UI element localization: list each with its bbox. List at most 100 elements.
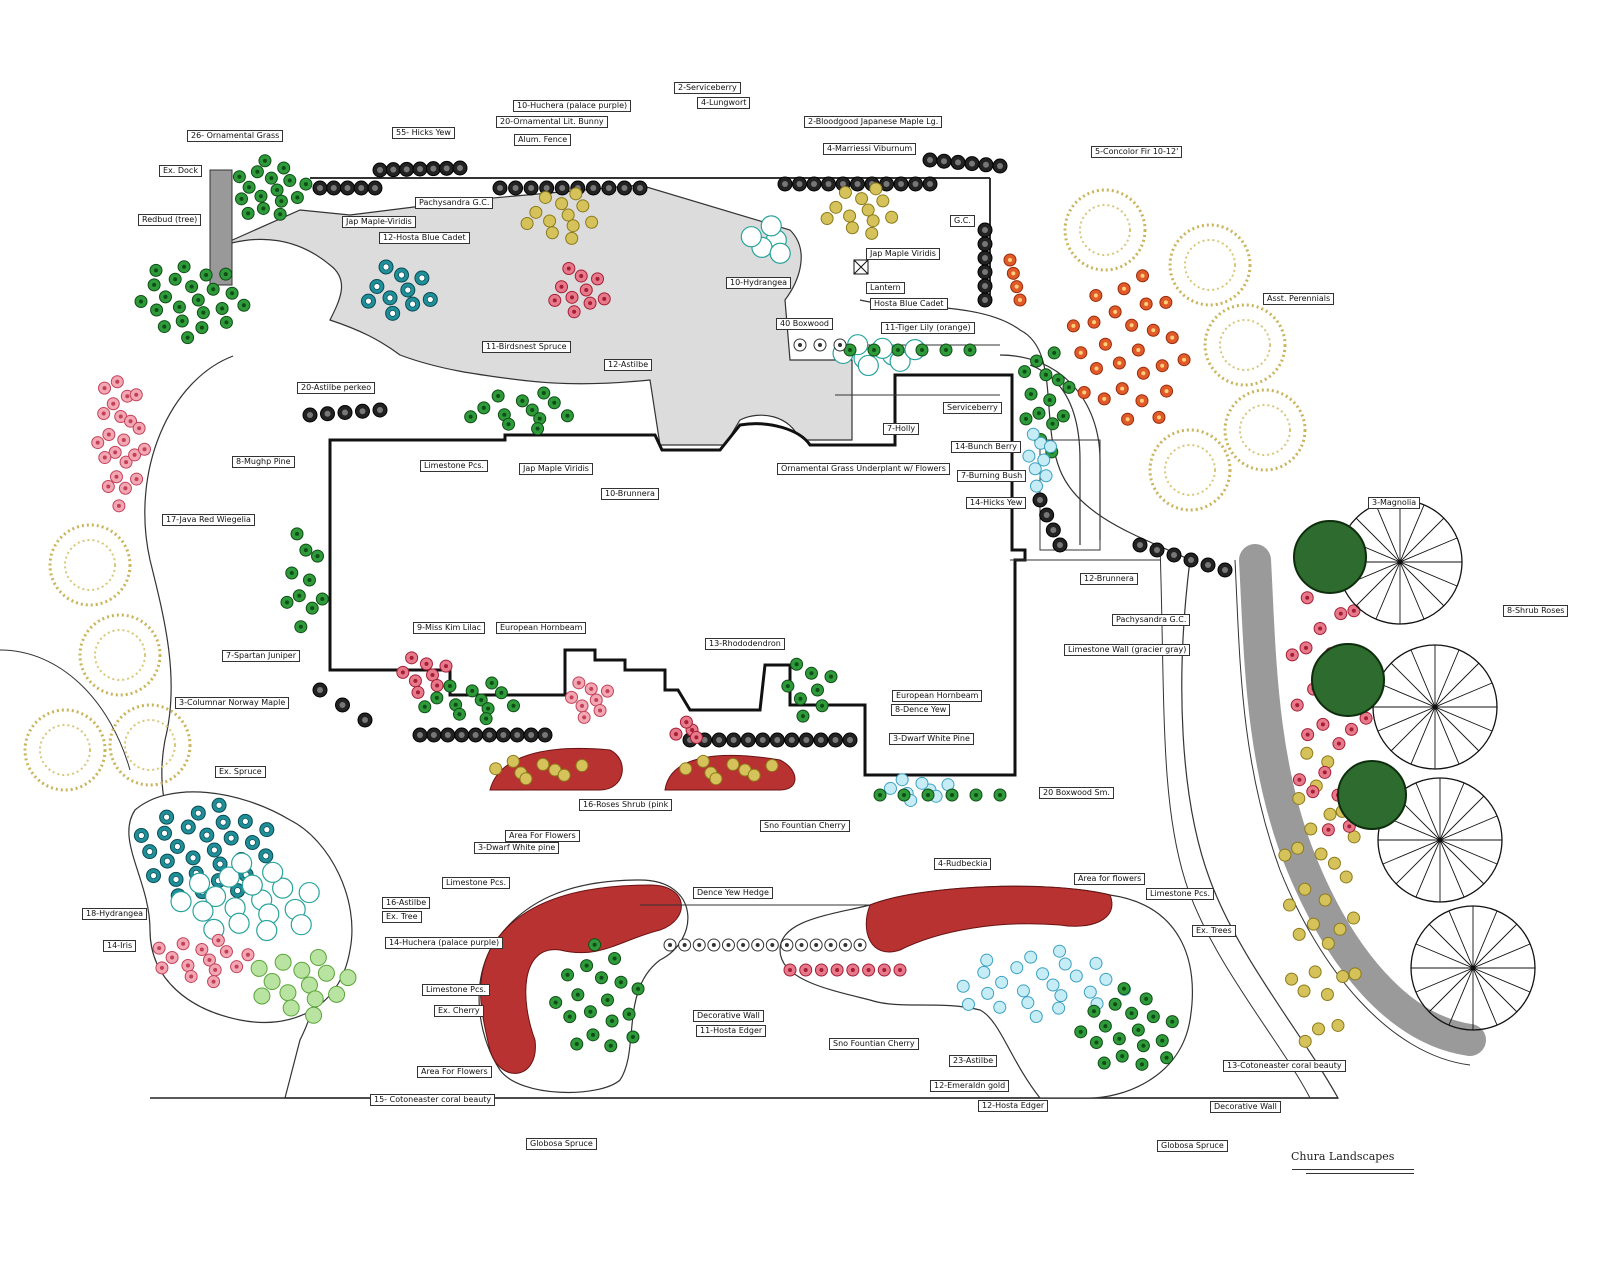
- plant-symbol: [185, 280, 199, 294]
- plant-symbol: [1010, 280, 1024, 294]
- plant-symbol: [1306, 785, 1320, 799]
- plant-symbol: [481, 727, 497, 743]
- plant-symbol: [876, 194, 890, 208]
- plant-symbol: [579, 283, 593, 297]
- plant-symbol: [232, 170, 246, 184]
- plant-symbol: [1039, 368, 1053, 382]
- plant-label: Limestone Pcs.: [1146, 888, 1215, 900]
- plant-symbol: [569, 187, 583, 201]
- plant-symbol: [302, 407, 318, 423]
- plant-symbol: [430, 678, 444, 692]
- plant-symbol: [978, 157, 994, 173]
- plant-symbol: [571, 988, 585, 1002]
- plant-symbol: [520, 216, 534, 230]
- plant-symbol: [784, 732, 800, 748]
- plant-symbol: [554, 180, 570, 196]
- plant-symbol: [309, 949, 327, 967]
- plant-label: 10-Hydrangea: [726, 277, 792, 289]
- plant-symbol: [264, 171, 278, 185]
- plant-symbol: [219, 945, 233, 959]
- plant-symbol: [1160, 384, 1174, 398]
- plant-symbol: [241, 874, 263, 896]
- plant-symbol: [1314, 847, 1328, 861]
- plant-symbol: [311, 549, 325, 563]
- plant-symbol: [1291, 841, 1305, 855]
- plant-symbol: [740, 732, 756, 748]
- plant-symbol: [961, 997, 975, 1011]
- plant-symbol: [195, 942, 209, 956]
- plant-symbol: [626, 1030, 640, 1044]
- plant-symbol: [1074, 1025, 1088, 1039]
- plant-label: Jap Maple Viridis: [519, 463, 593, 475]
- plant-symbol: [228, 912, 250, 934]
- plant-symbol: [258, 848, 274, 864]
- plant-symbol: [165, 951, 179, 965]
- plant-symbol: [977, 278, 993, 294]
- plant-symbol: [250, 165, 264, 179]
- plant-symbol: [242, 180, 256, 194]
- plant-symbol: [1022, 449, 1036, 463]
- plant-symbol: [91, 436, 105, 450]
- plant-symbol: [790, 657, 804, 671]
- plant-symbol: [981, 986, 995, 1000]
- plant-symbol: [1112, 356, 1126, 370]
- plant-symbol: [545, 226, 559, 240]
- plant-symbol: [337, 405, 353, 420]
- plant-symbol: [567, 305, 581, 319]
- plant-symbol: [1298, 882, 1312, 896]
- plant-label: 11-Birdsnest Spruce: [482, 341, 571, 353]
- plant-symbol: [588, 938, 602, 952]
- plant-symbol: [1052, 1001, 1066, 1015]
- plant-symbol: [290, 914, 312, 936]
- plant-symbol: [921, 788, 935, 802]
- plant-symbol: [315, 592, 329, 606]
- side-path: [1159, 544, 1311, 1099]
- plant-symbol: [256, 919, 278, 942]
- plant-symbol: [299, 543, 313, 557]
- plant-label: 3-Magnolia: [1368, 497, 1421, 509]
- plant-symbol: [1135, 1057, 1149, 1071]
- plant-symbol: [1056, 409, 1070, 423]
- plant-symbol: [855, 192, 869, 206]
- left-arc: [0, 649, 131, 771]
- plant-label: Globosa Spruce: [526, 1138, 597, 1150]
- plant-symbol: [1046, 978, 1060, 992]
- plant-symbol: [1312, 1022, 1326, 1036]
- plant-symbol: [263, 973, 281, 991]
- plant-symbol: [829, 200, 843, 214]
- plant-symbol: [1077, 386, 1091, 400]
- plant-symbol: [895, 773, 909, 787]
- plant-symbol: [1089, 288, 1103, 302]
- plant-symbol: [751, 938, 765, 952]
- plant-symbol: [1036, 967, 1050, 981]
- plant-symbol: [159, 853, 175, 869]
- plant-symbol: [439, 160, 455, 176]
- plant-symbol: [597, 292, 611, 306]
- plant-symbol: [477, 401, 491, 415]
- plant-symbol: [838, 185, 852, 199]
- plant-symbol: [1006, 266, 1020, 280]
- plant-symbol: [557, 768, 571, 782]
- plant-symbol: [1029, 479, 1043, 493]
- plant-symbol: [601, 993, 614, 1007]
- plant-symbol: [1043, 440, 1057, 454]
- plant-label: 4-Marriessi Viburnum: [823, 143, 917, 155]
- plant-label: Jap Maple-Viridis: [342, 216, 416, 228]
- plant-symbol: [149, 263, 163, 277]
- plant-symbol: [357, 712, 373, 728]
- plant-symbol: [1125, 318, 1139, 332]
- plant-symbol: [1039, 469, 1053, 483]
- plant-symbol: [102, 427, 116, 441]
- plant-symbol: [250, 959, 268, 977]
- plant-symbol: [145, 868, 161, 884]
- plant-symbol: [1165, 331, 1179, 345]
- plant-symbol: [893, 963, 907, 977]
- plant-symbol: [320, 406, 335, 422]
- plant-symbol: [993, 1000, 1007, 1014]
- plant-symbol: [1087, 1004, 1101, 1018]
- plant-symbol: [1290, 698, 1304, 712]
- plant-symbol: [813, 732, 829, 748]
- plant-symbol: [815, 699, 829, 713]
- plant-symbol: [1112, 1032, 1126, 1046]
- plant-symbol: [298, 881, 320, 904]
